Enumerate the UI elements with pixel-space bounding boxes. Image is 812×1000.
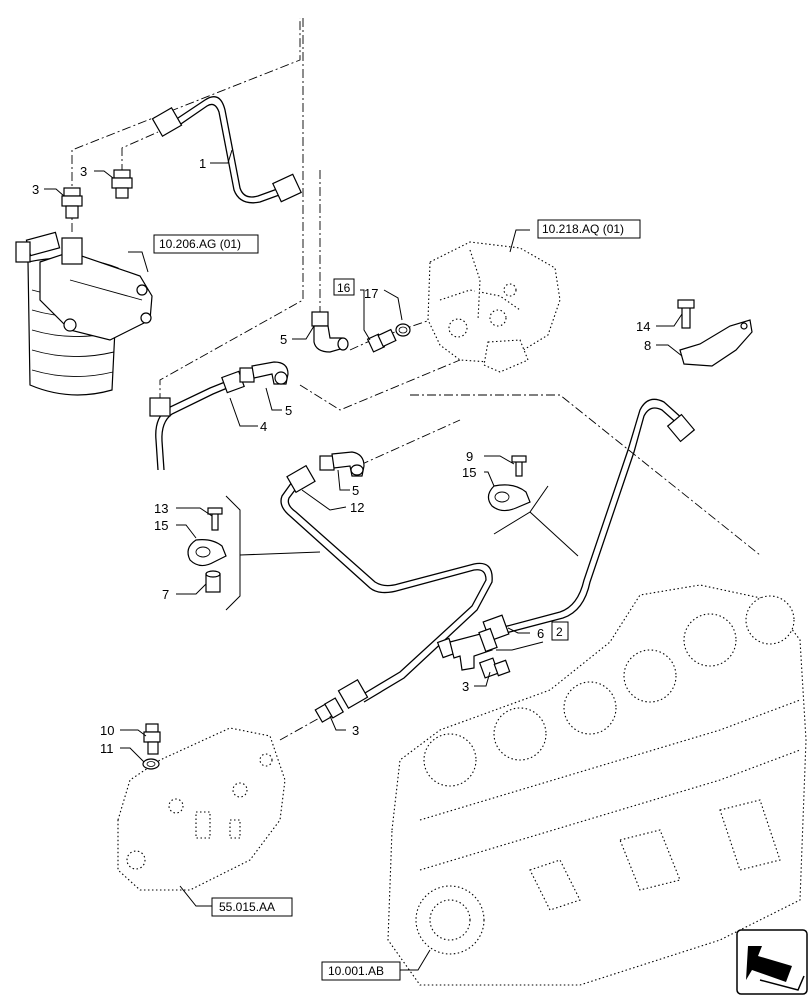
callout-17: 17 bbox=[364, 286, 378, 301]
reference-10-001-ab[interactable]: 10.001.AB bbox=[321, 961, 401, 981]
callout-11: 11 bbox=[100, 741, 114, 756]
callout-5: 5 bbox=[285, 403, 292, 418]
leader-lines bbox=[44, 149, 683, 971]
engine-block bbox=[387, 584, 807, 986]
reference-10-206-ag[interactable]: 10.206.AG (01) bbox=[153, 234, 259, 254]
callout-8: 8 bbox=[644, 338, 651, 353]
pipe-1 bbox=[151, 96, 302, 204]
callout-15: 15 bbox=[462, 465, 476, 480]
reference-55-015-aa[interactable]: 55.015.AA bbox=[211, 897, 293, 917]
fuel-injection-pump bbox=[427, 241, 561, 373]
callout-4: 4 bbox=[260, 419, 267, 434]
cover-plate bbox=[117, 727, 286, 891]
adapter-fitting-3-lower bbox=[314, 697, 345, 723]
callout-3: 3 bbox=[32, 182, 39, 197]
o-ring-17 bbox=[395, 323, 411, 337]
callout-1: 1 bbox=[199, 156, 206, 171]
reference-55-015-aa-label: 55.015.AA bbox=[219, 900, 275, 914]
callout-10: 10 bbox=[100, 723, 114, 738]
callout-6: 6 bbox=[537, 626, 544, 641]
reference-10-218-aq-label: 10.218.AQ (01) bbox=[542, 222, 624, 236]
bracket-8 bbox=[677, 299, 753, 367]
elbow-fitting-5-middle bbox=[239, 361, 289, 385]
callout-5: 5 bbox=[352, 483, 359, 498]
elbow-fitting-5-lower bbox=[319, 451, 365, 477]
union-fitting-16 bbox=[366, 328, 397, 353]
reference-10-218-aq[interactable]: 10.218.AQ (01) bbox=[537, 219, 641, 239]
boxed-callout-2: 2 bbox=[551, 621, 569, 641]
callout-13: 13 bbox=[154, 501, 168, 516]
back-arrow-icon[interactable] bbox=[736, 929, 808, 995]
adapter-fitting-3-upper-left bbox=[61, 187, 83, 219]
callout-12: 12 bbox=[350, 500, 364, 515]
callout-14: 14 bbox=[636, 319, 650, 334]
clamp-assembly-right bbox=[487, 455, 531, 512]
reference-10-001-ab-label: 10.001.AB bbox=[328, 964, 384, 978]
elbow-fitting-5-upper bbox=[311, 311, 349, 353]
pipe-12 bbox=[280, 464, 493, 709]
callout-9: 9 bbox=[466, 449, 473, 464]
callout-5: 5 bbox=[280, 332, 287, 347]
adapter-fitting-3-upper-right bbox=[111, 169, 133, 199]
callout-3: 3 bbox=[352, 723, 359, 738]
fitting-10-11 bbox=[142, 723, 161, 770]
clamp-assembly-left bbox=[187, 507, 227, 593]
fuel-filter-assembly bbox=[15, 231, 153, 396]
boxed-callout-2-label: 2 bbox=[556, 625, 563, 639]
callout-15: 15 bbox=[154, 518, 168, 533]
boxed-callout-16: 16 bbox=[333, 278, 355, 296]
callout-3: 3 bbox=[80, 164, 87, 179]
reference-10-206-ag-label: 10.206.AG (01) bbox=[159, 237, 241, 251]
group-brackets bbox=[225, 485, 579, 611]
tee-fitting bbox=[436, 627, 498, 671]
adapter-fitting-3-tee bbox=[478, 657, 511, 679]
pipe-4 bbox=[149, 370, 245, 471]
callout-7: 7 bbox=[162, 587, 169, 602]
callout-3: 3 bbox=[462, 679, 469, 694]
callout-labels: 1 3 3 3 3 4 5 5 5 6 7 8 9 10 11 12 13 14… bbox=[32, 156, 651, 756]
boxed-callout-16-label: 16 bbox=[337, 281, 351, 295]
